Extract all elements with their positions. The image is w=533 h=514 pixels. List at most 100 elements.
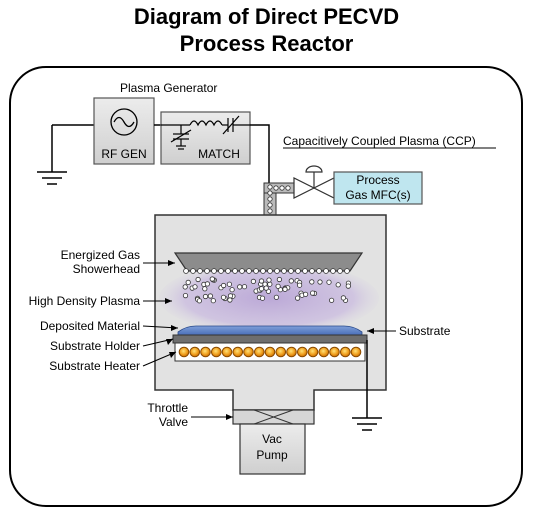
plasma-gas-dot bbox=[229, 287, 235, 293]
plasma-gas-dot bbox=[317, 279, 323, 285]
plasma-gas-dot bbox=[196, 298, 202, 304]
throttle-valve-label-line-1: Throttle bbox=[147, 401, 188, 415]
substrate-arrowhead bbox=[367, 328, 374, 334]
heater-element bbox=[340, 346, 351, 358]
deposited-material-label: Deposited Material bbox=[40, 319, 140, 333]
showerhead-label-line-1: Energized Gas bbox=[61, 248, 140, 262]
showerhead-gas-dot bbox=[225, 268, 231, 274]
plasma-gas-dot bbox=[202, 286, 208, 292]
pipe-gas-dot bbox=[267, 190, 273, 196]
showerhead-gas-dot bbox=[281, 268, 287, 274]
plasma-gas-dot bbox=[294, 295, 301, 301]
mfc-label-line-1: Process bbox=[356, 173, 399, 187]
plasma-gas-dot bbox=[266, 277, 272, 283]
diagram-title-line-1: Diagram of Direct PECVD bbox=[133, 4, 400, 29]
showerhead-gas-dot bbox=[211, 268, 217, 274]
showerhead-gas-dot bbox=[295, 268, 301, 274]
heater-element bbox=[189, 346, 201, 358]
heater-element bbox=[286, 346, 297, 358]
deposited-material bbox=[177, 325, 363, 336]
showerhead-gas-dot bbox=[316, 268, 322, 274]
plasma-gas-dot bbox=[273, 294, 279, 300]
match-label: MATCH bbox=[198, 147, 240, 161]
showerhead-gas-dot bbox=[274, 268, 280, 274]
plasma-gas-dot bbox=[237, 284, 243, 290]
plasma-gas-dot bbox=[275, 283, 281, 289]
rf-gen-label: RF GEN bbox=[101, 147, 146, 161]
heater-arrowhead bbox=[169, 352, 176, 358]
heater-element bbox=[253, 346, 265, 358]
showerhead-gas-dot bbox=[190, 268, 196, 274]
throttle-valve bbox=[232, 409, 315, 425]
plasma-gas-dot bbox=[296, 282, 303, 288]
pipe-gas-dot bbox=[267, 184, 273, 190]
ground-symbol-left bbox=[37, 125, 67, 185]
substrate-label: Substrate bbox=[399, 324, 451, 338]
showerhead-gas-dot bbox=[183, 268, 189, 274]
rf-wire-out bbox=[250, 124, 270, 183]
deposited-arrowhead bbox=[171, 325, 178, 331]
ground-symbol-right bbox=[352, 417, 382, 431]
plasma-gas-dot bbox=[209, 276, 215, 282]
plasma-generator-label: Plasma Generator bbox=[120, 81, 217, 95]
showerhead-gas-dot bbox=[309, 268, 315, 274]
pipe-gas-dot bbox=[267, 208, 273, 214]
heater-element bbox=[329, 346, 340, 358]
plasma-gas-dot bbox=[335, 282, 341, 288]
showerhead-gas-dot bbox=[344, 268, 350, 274]
process-gas-mfc: Process Gas MFC(s) bbox=[333, 171, 423, 205]
substrate-heater-label: Substrate Heater bbox=[49, 359, 140, 373]
heater-element bbox=[232, 346, 244, 358]
plasma-gas-dot bbox=[258, 278, 265, 284]
heater-element bbox=[350, 346, 362, 358]
shunt-capacitor-icon bbox=[161, 124, 192, 150]
plasma-arrowhead bbox=[165, 298, 172, 304]
showerhead-gas-dot bbox=[246, 268, 252, 274]
plasma-gas-dot bbox=[185, 279, 191, 285]
vacuum-pump: Vac Pump bbox=[239, 423, 306, 475]
showerhead-gas-dot bbox=[239, 268, 245, 274]
showerhead-gas-dot bbox=[288, 268, 294, 274]
plasma-gas-dot bbox=[282, 286, 288, 292]
plasma-gas-dot bbox=[210, 298, 216, 304]
showerhead-gas-dot bbox=[260, 268, 266, 274]
plasma-gas-dot bbox=[258, 286, 265, 292]
pipe-gas-dot bbox=[273, 185, 279, 191]
plasma-gas-dot bbox=[182, 292, 189, 299]
plasma-gas-dot bbox=[345, 283, 351, 289]
substrate bbox=[177, 325, 363, 336]
plasma-gas-dot bbox=[195, 276, 201, 283]
holder-arrowhead bbox=[166, 339, 173, 345]
mfc-label-line-2: Gas MFC(s) bbox=[345, 188, 410, 202]
plasma-gas-dot bbox=[182, 284, 188, 290]
plasma-gas-dot bbox=[220, 294, 227, 300]
showerhead-gas-dot bbox=[204, 268, 210, 274]
ac-source-icon bbox=[110, 108, 138, 136]
heater-element bbox=[178, 346, 190, 358]
plasma-gas-dot bbox=[204, 281, 210, 287]
rf-generator: RF GEN bbox=[93, 97, 155, 165]
showerhead-gas-dot bbox=[253, 268, 259, 274]
heater-element bbox=[307, 346, 319, 358]
throttle-arrowhead bbox=[226, 414, 233, 420]
throttle-valve-label-line-2: Valve bbox=[159, 415, 188, 429]
heater-element bbox=[318, 346, 330, 358]
plasma-gas-dot bbox=[259, 295, 266, 301]
plasma-gas-dot bbox=[202, 293, 209, 300]
plasma-gas-dot bbox=[227, 297, 233, 303]
match-network: MATCH bbox=[160, 111, 251, 165]
showerhead-gas-dot bbox=[337, 268, 343, 274]
showerhead-gas-dot bbox=[197, 268, 203, 274]
ccp-label: Capacitively Coupled Plasma (CCP) bbox=[283, 134, 476, 148]
plasma-gas-dot bbox=[276, 276, 282, 283]
heater-element bbox=[221, 346, 233, 358]
plasma-gas-dot bbox=[309, 279, 315, 285]
heater-element bbox=[264, 346, 276, 358]
plasma-gas-dot bbox=[326, 279, 332, 285]
pipe-gas-dot bbox=[267, 196, 273, 202]
plasma-gas-dot bbox=[221, 282, 227, 289]
plasma-gas-dot bbox=[328, 297, 335, 303]
plasma-gas-dot bbox=[227, 293, 234, 299]
plasma-gas-dot bbox=[207, 293, 213, 299]
